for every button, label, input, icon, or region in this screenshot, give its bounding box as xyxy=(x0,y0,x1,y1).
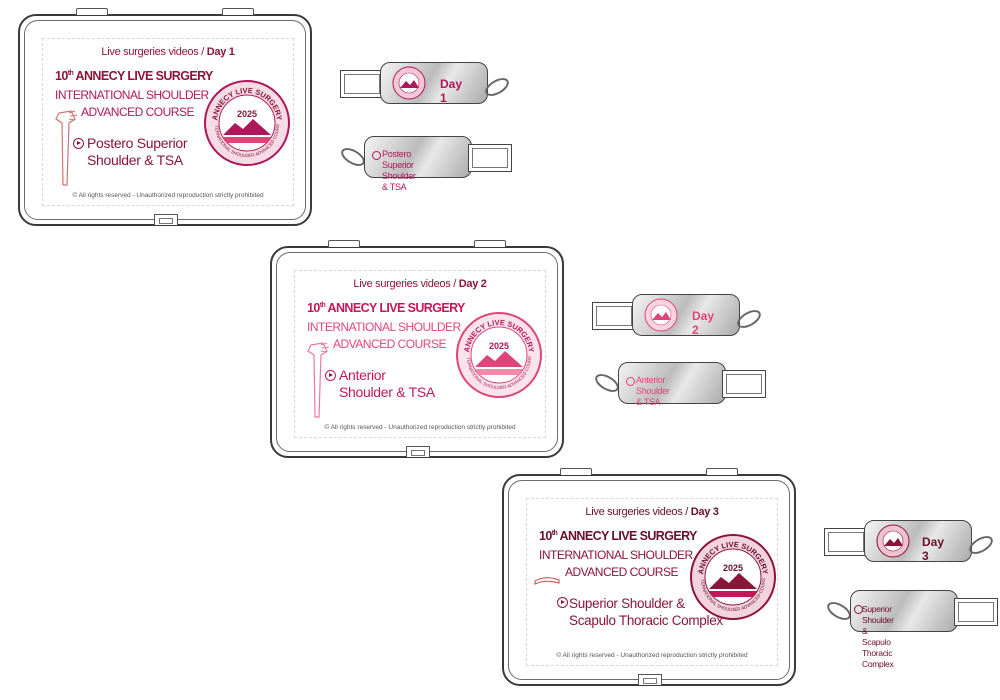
course-subtitle-1: INTERNATIONAL SHOULDER xyxy=(539,548,693,562)
cover-header: Live surgeries videos / Day 1 xyxy=(101,46,235,58)
play-icon xyxy=(372,151,381,160)
cover-label: Live surgeries videos / Day 3 10th ANNEC… xyxy=(526,498,778,666)
play-icon xyxy=(854,605,863,614)
hinge-left xyxy=(328,240,360,247)
usb-connector xyxy=(340,70,384,98)
play-icon xyxy=(325,370,336,381)
case-day-1: Live surgeries videos / Day 1 10th ANNEC… xyxy=(18,8,312,226)
usb-day-label: Day 2 xyxy=(692,309,715,337)
case-day-3: Live surgeries videos / Day 3 10th ANNEC… xyxy=(502,468,796,686)
case-day-2: Live surgeries videos / Day 2 10th ANNEC… xyxy=(270,240,564,458)
course-title: 10th ANNECY LIVE SURGERY xyxy=(307,301,465,315)
cover-label: Live surgeries videos / Day 2 10th ANNEC… xyxy=(294,270,546,438)
play-icon xyxy=(626,377,635,386)
usb-day-label: Day 3 xyxy=(922,535,945,563)
copyright-notice: © All rights reserved - Unauthorized rep… xyxy=(556,652,748,659)
copyright-notice: © All rights reserved - Unauthorized rep… xyxy=(72,192,264,199)
usb-connector xyxy=(592,302,636,330)
copyright-notice: © All rights reserved - Unauthorized rep… xyxy=(324,424,516,431)
clasp xyxy=(638,674,662,685)
shoulder-bone-illustration xyxy=(55,110,78,186)
shoulder-bone-illustration xyxy=(307,342,330,418)
mini-seal-logo xyxy=(644,298,678,332)
usb-body xyxy=(364,136,472,178)
usb-body xyxy=(850,590,958,632)
mini-seal-logo xyxy=(392,66,426,100)
usb-body xyxy=(618,362,726,404)
clasp xyxy=(406,446,430,457)
course-seal-logo: ANNECY LIVE SURGERY INTERNATIONAL SHOULD… xyxy=(455,311,542,398)
hinge-left xyxy=(560,468,592,475)
hinge-right xyxy=(706,468,738,475)
course-subtitle-2: ADVANCED COURSE xyxy=(565,565,678,579)
usb-day-label: Day 1 xyxy=(440,77,463,105)
svg-text:2025: 2025 xyxy=(237,109,257,119)
mini-seal-logo xyxy=(876,524,910,558)
play-icon xyxy=(73,138,84,149)
usb-connector xyxy=(824,528,868,556)
svg-text:2025: 2025 xyxy=(723,563,743,573)
svg-text:2025: 2025 xyxy=(489,341,509,351)
cover-header: Live surgeries videos / Day 3 xyxy=(585,506,719,518)
clavicle-illustration xyxy=(534,577,560,585)
usb-topic-label: Superior Shoulder &Scapulo Thoracic Comp… xyxy=(862,604,894,669)
course-seal-logo: ANNECY LIVE SURGERY INTERNATIONAL SHOULD… xyxy=(203,79,290,166)
session-topic: Superior Shoulder &Scapulo Thoracic Comp… xyxy=(569,596,723,628)
course-title: 10th ANNECY LIVE SURGERY xyxy=(55,69,213,83)
clasp xyxy=(154,214,178,225)
usb-connector xyxy=(722,370,766,398)
hinge-left xyxy=(76,8,108,15)
course-title: 10th ANNECY LIVE SURGERY xyxy=(539,529,697,543)
play-icon xyxy=(557,597,568,608)
usb-connector xyxy=(468,144,512,172)
course-seal-logo: ANNECY LIVE SURGERY INTERNATIONAL SHOULD… xyxy=(689,533,776,620)
usb-connector xyxy=(954,598,998,626)
course-subtitle-2: ADVANCED COURSE xyxy=(81,105,194,119)
hinge-right xyxy=(474,240,506,247)
course-subtitle-1: INTERNATIONAL SHOULDER xyxy=(55,88,209,102)
cover-label: Live surgeries videos / Day 1 10th ANNEC… xyxy=(42,38,294,206)
cover-header: Live surgeries videos / Day 2 xyxy=(353,278,487,290)
course-subtitle-2: ADVANCED COURSE xyxy=(333,337,446,351)
course-subtitle-1: INTERNATIONAL SHOULDER xyxy=(307,320,461,334)
hinge-right xyxy=(222,8,254,15)
